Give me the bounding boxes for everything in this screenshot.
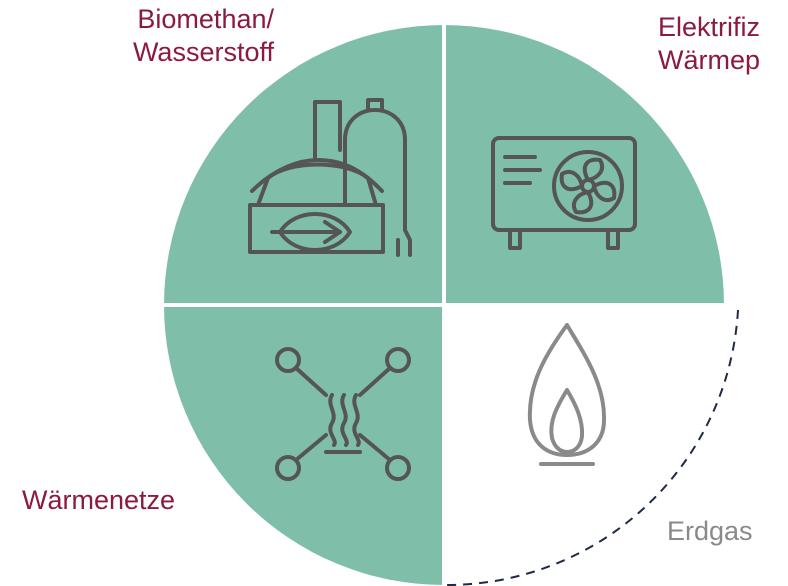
label-elektrifizierung-line-1: Elektrifiz (658, 12, 761, 42)
label-waermenetze-line-1: Wärmenetze (22, 485, 176, 515)
label-biomethan-line-1: Biomethan/ (137, 4, 274, 34)
label-waermenetze: Wärmenetze (22, 484, 175, 517)
label-elektrifizierung-line-2: Wärmep (658, 45, 761, 75)
segment-erdgas-outline (443, 309, 739, 586)
label-erdgas: Erdgas (667, 515, 753, 548)
label-biomethan: Biomethan/ Wasserstoff (0, 3, 274, 69)
label-erdgas-line-1: Erdgas (667, 516, 753, 546)
segment-waermenetze (164, 305, 444, 585)
label-elektrifizierung: Elektrifiz Wärmep (658, 11, 760, 77)
heat-pump-icon (491, 136, 637, 250)
gas-flame-icon (527, 323, 607, 466)
label-biomethan-line-2: Wasserstoff (132, 37, 274, 67)
heat-network-icon (275, 347, 411, 481)
biogas-plant-icon (248, 98, 412, 257)
